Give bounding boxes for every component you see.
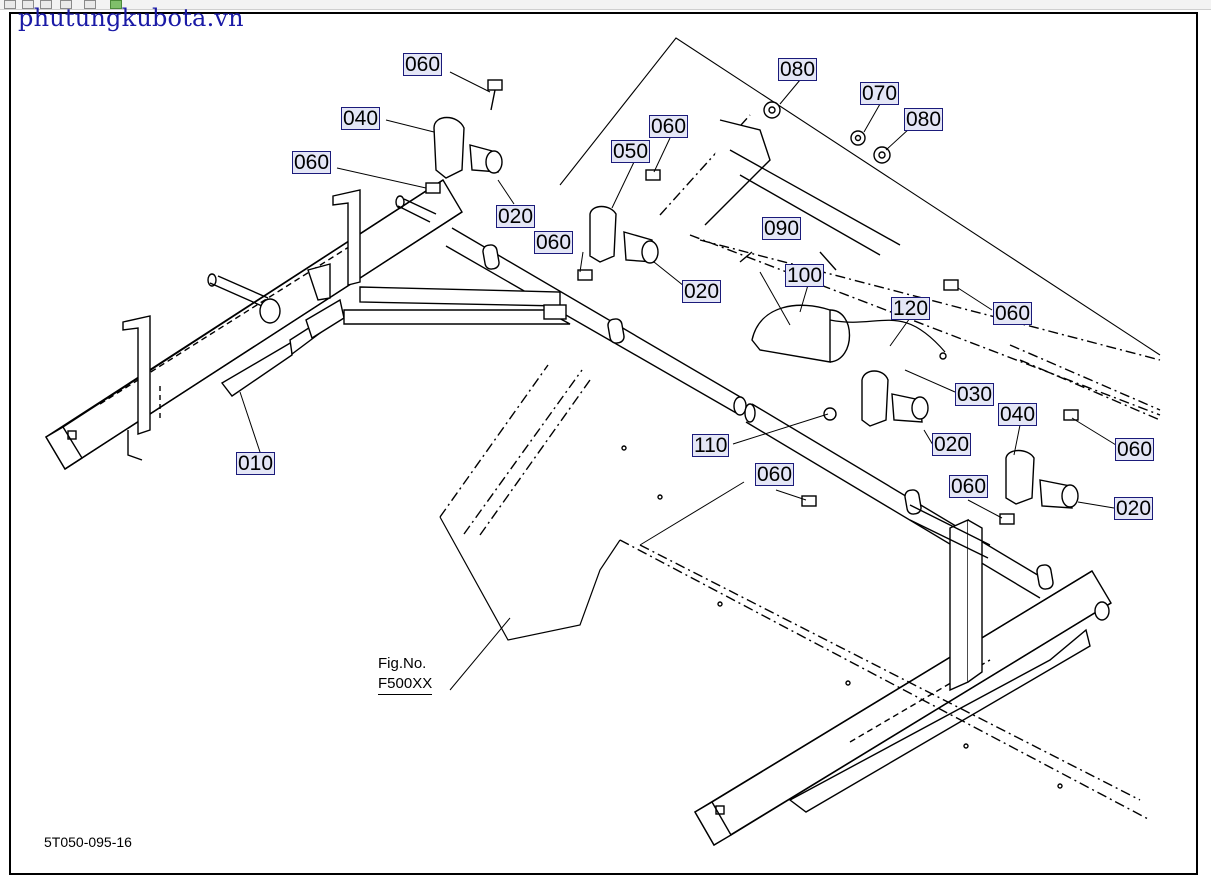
left-beam-drawing: [45, 179, 463, 470]
print-icon[interactable]: [60, 0, 72, 9]
drawing-frame: [9, 12, 1198, 875]
callout-060-a[interactable]: 060: [403, 53, 443, 76]
drawing-code: 5T050-095-16: [44, 834, 132, 850]
callout-060-g[interactable]: 060: [755, 463, 795, 486]
file-icon[interactable]: [4, 0, 16, 9]
callout-040-a[interactable]: 040: [341, 107, 381, 130]
callout-110[interactable]: 110: [692, 434, 730, 457]
folder-icon[interactable]: [22, 0, 34, 9]
figure-number-value: F500XX: [378, 674, 433, 695]
callout-090[interactable]: 090: [762, 217, 802, 240]
callout-010[interactable]: 010: [236, 452, 276, 475]
callout-060-h[interactable]: 060: [949, 475, 989, 498]
callout-020-c[interactable]: 020: [932, 433, 972, 456]
figure-number: Fig.No. F500XX: [378, 654, 433, 695]
green-status-icon: [110, 0, 122, 9]
callout-060-c[interactable]: 060: [534, 231, 574, 254]
callout-060-d[interactable]: 060: [649, 115, 689, 138]
main-tube-drawing: [343, 227, 1054, 599]
right-beam-drawing: [694, 504, 1112, 846]
watermark-text: phutungkubota.vn: [18, 4, 244, 32]
leader-lines: [239, 71, 1117, 691]
callout-060-b[interactable]: 060: [292, 151, 332, 174]
callout-020-d[interactable]: 020: [1114, 497, 1154, 520]
save-icon[interactable]: [40, 0, 52, 9]
callout-080-b[interactable]: 080: [904, 108, 944, 131]
callout-020-a[interactable]: 020: [496, 205, 536, 228]
callout-120[interactable]: 120: [891, 297, 931, 320]
callout-050[interactable]: 050: [611, 140, 651, 163]
page-icon[interactable]: [84, 0, 96, 9]
figure-number-label: Fig.No.: [378, 655, 427, 672]
callout-080-a[interactable]: 080: [778, 58, 818, 81]
toolbar-strip: [0, 0, 1211, 10]
callout-030[interactable]: 030: [955, 383, 995, 406]
callout-020-b[interactable]: 020: [682, 280, 722, 303]
callout-070[interactable]: 070: [860, 82, 900, 105]
callout-060-e[interactable]: 060: [993, 302, 1033, 325]
callout-100[interactable]: 100: [785, 264, 825, 287]
callout-040-b[interactable]: 040: [998, 403, 1038, 426]
clamp-parts-drawing: [425, 79, 1079, 525]
callout-060-f[interactable]: 060: [1115, 438, 1155, 461]
background-panel-drawing: [439, 37, 1161, 821]
